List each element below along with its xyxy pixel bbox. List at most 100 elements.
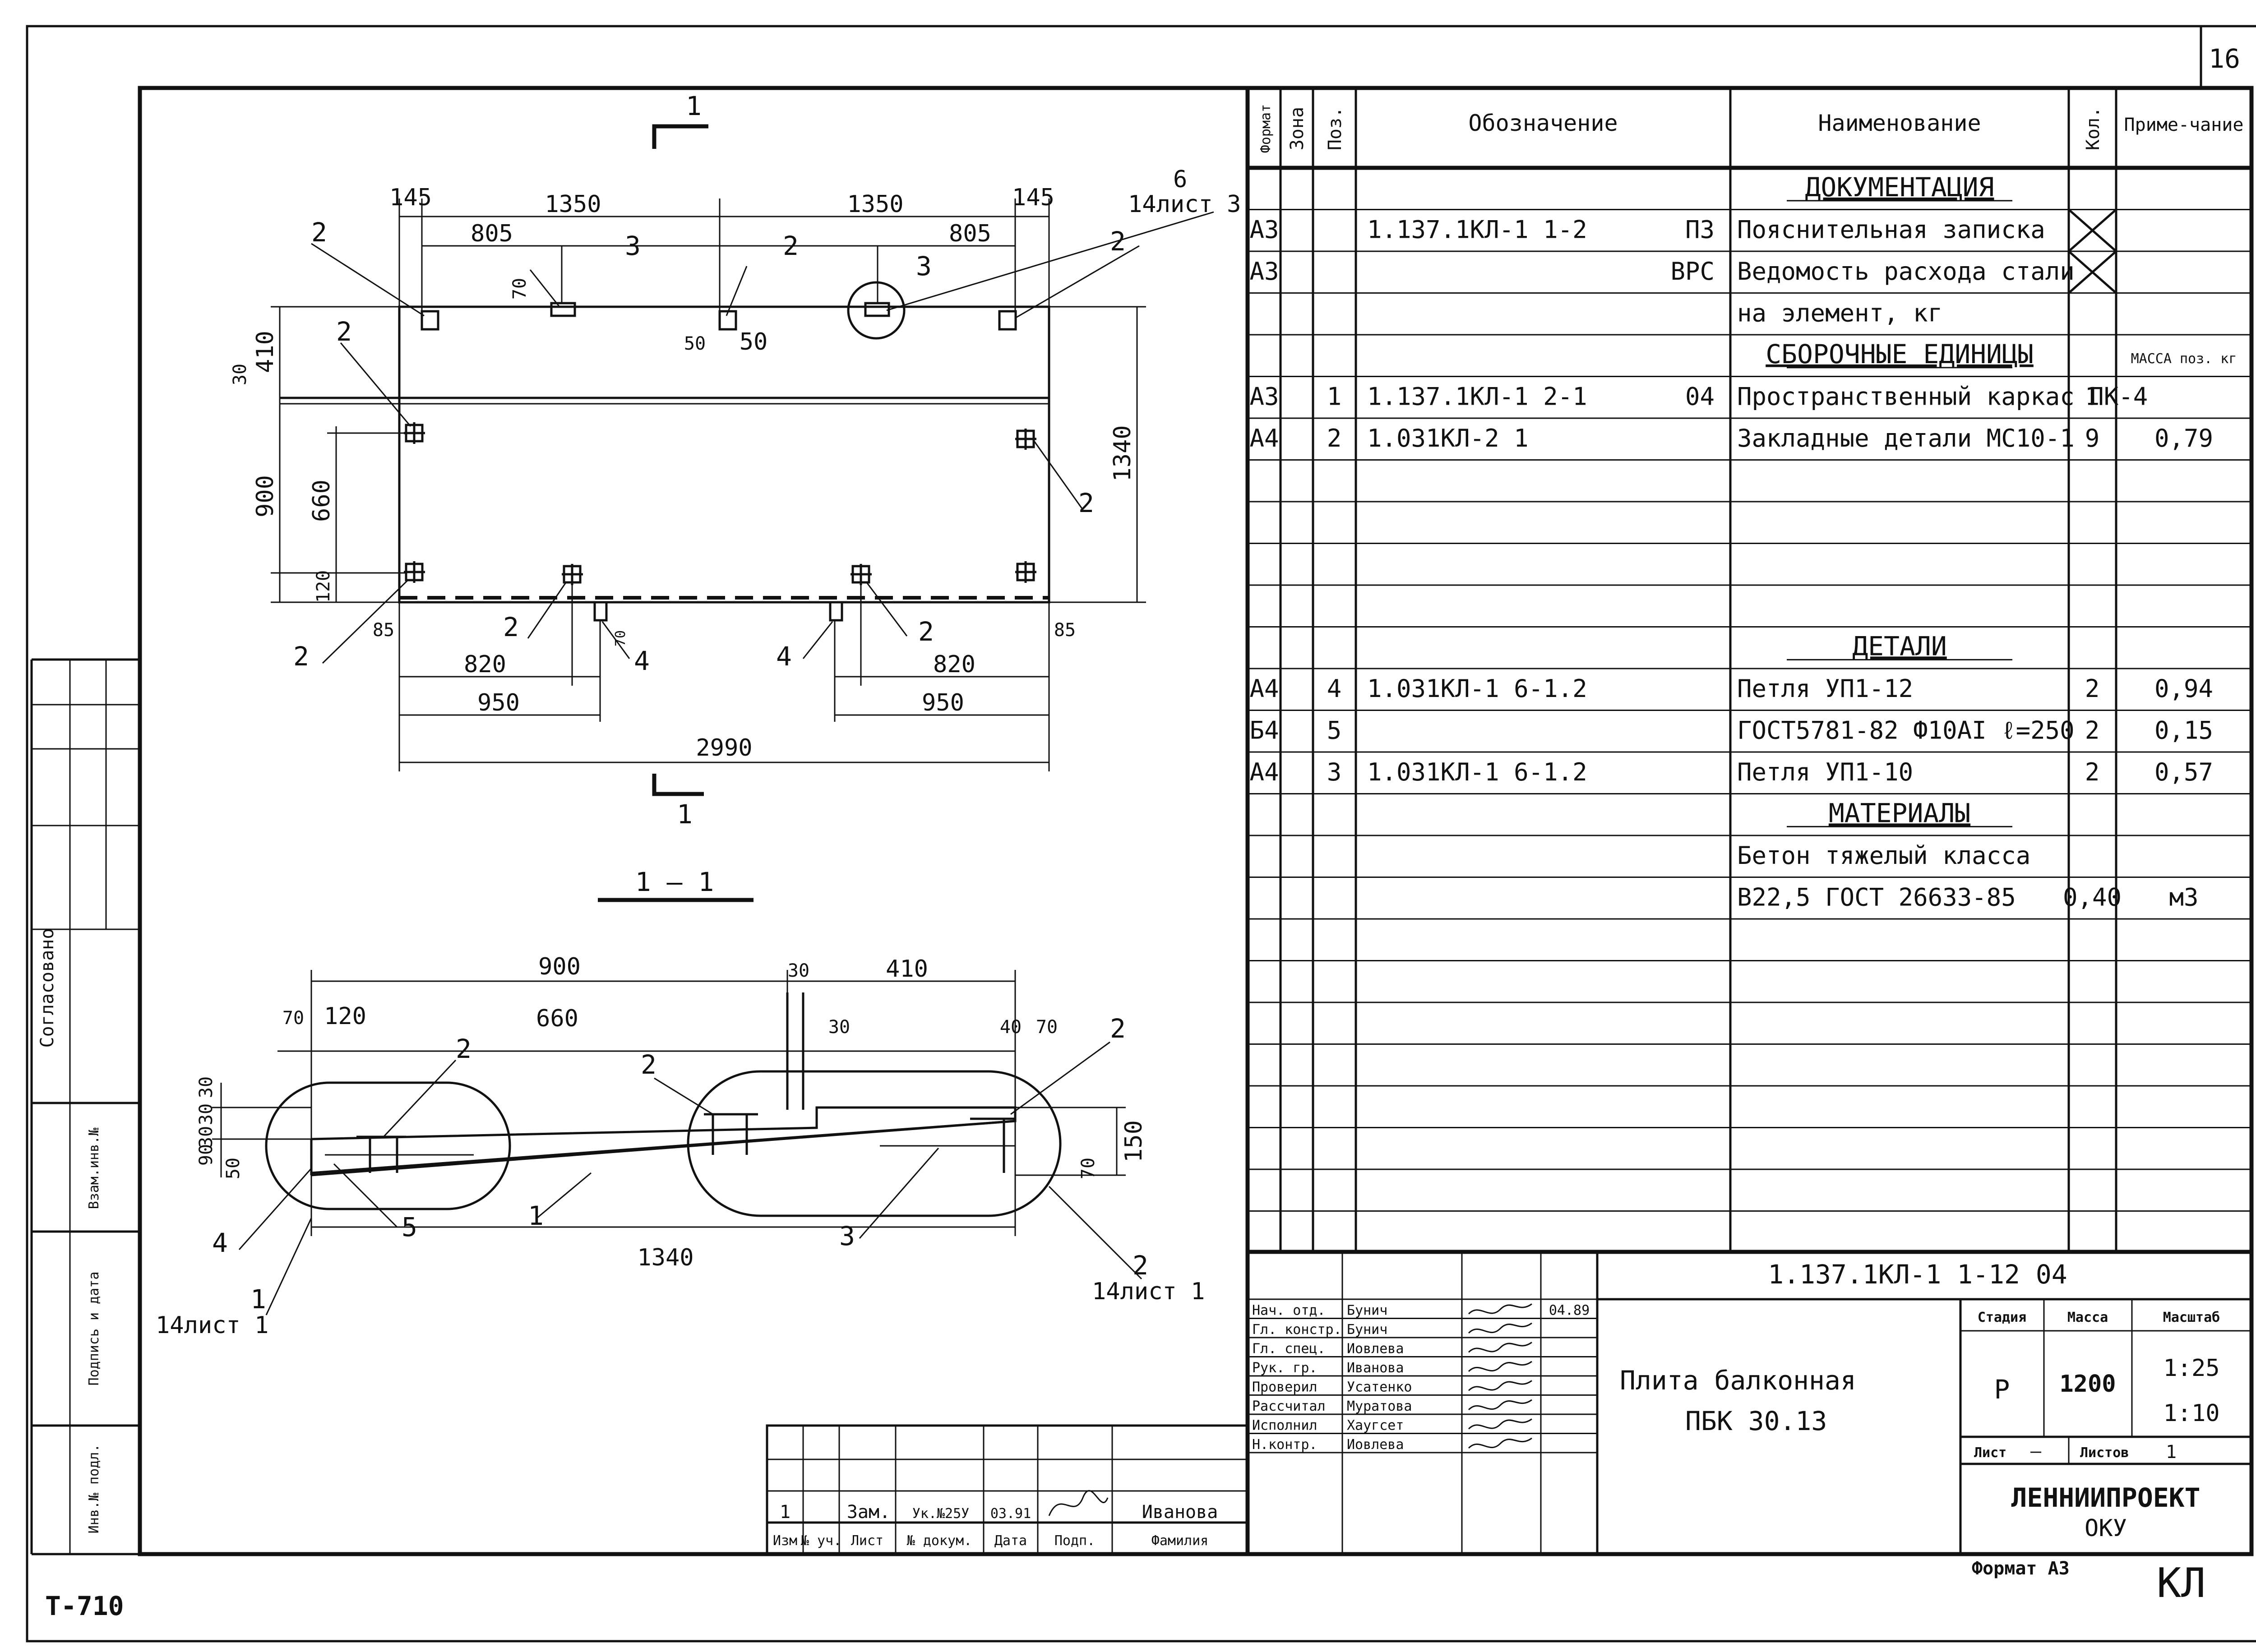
spec-cell-name: Пояснительная записка [1737,215,2045,244]
section-label: 14лист 1 [1092,1278,1205,1305]
spec-cell-qty: 2 [2085,716,2100,744]
plan-dim: 145 [1012,184,1054,211]
spec-section-heading: МАТЕРИАЛЫ [1829,798,1970,828]
plan-loop-b [864,302,890,317]
role-title: Рук. гр. [1252,1360,1318,1376]
spec-cell-qty: 0,40 [2063,883,2122,911]
side-label-agreed: Согласовано [37,928,58,1048]
scale-label: Масштаб [2163,1310,2220,1325]
plan-dim: 70 [509,278,530,300]
role-signature [1468,1437,1532,1449]
plan-label: 2 [336,316,352,347]
role-person: Хаугсет [1347,1418,1404,1434]
spec-cell-qty: 9 [2085,424,2100,452]
scale-value-1: 1:25 [2163,1355,2219,1382]
spec-cell-designation: 1.137.1КЛ-1 1-2 [1367,215,1587,244]
role-signature [1468,1361,1532,1372]
spec-cell-format: А4 [1249,674,1279,703]
revision-list: Зам. [847,1502,890,1523]
plan-dim: 50 [740,328,768,355]
plan-label: 2 [503,612,519,642]
plan-view [271,124,1214,796]
spec-cell-name: Пространственный каркас ПК-4 [1737,382,2148,411]
spec-cell-pos: 4 [1327,674,1342,703]
spec-cell-format: А4 [1249,758,1279,786]
spec-cell-note: 0,57 [2154,758,2213,786]
spec-cell-note: м3 [2169,883,2198,911]
stage-label: Стадия [1978,1310,2026,1325]
spec-cell-designation: 1.031КЛ-1 6-1.2 [1367,758,1587,786]
revision-header-list: Лист [851,1533,883,1549]
spec-cell-name: Закладные детали МС10-1 [1737,424,2075,452]
section-dim: 30 [196,1103,217,1125]
scale-value-2: 1:10 [2163,1400,2219,1427]
plan-label: 6 [1173,166,1187,193]
section-dim: 90 [196,1144,217,1166]
spec-cell-pos: 2 [1327,424,1342,452]
section-label: 2 [641,1049,656,1080]
role-title: Исполнил [1252,1418,1318,1434]
spec-cell-qty: 2 [2085,758,2100,786]
section-label: 1 [250,1284,266,1315]
section-dim: 50 [223,1158,244,1179]
spec-cell-format: А3 [1249,257,1279,286]
spec-cell-qty: 1 [2085,382,2100,411]
section-label: 1 [528,1200,544,1231]
plan-section-mark-bottom: 1 [677,799,693,830]
spec-cell-name: Ведомость расхода стали [1737,257,2075,286]
role-signature [1468,1303,1532,1315]
section-dim: 410 [886,955,928,983]
revision-header-fam: Фамилия [1151,1533,1208,1549]
spec-header-pos: Поз. [1325,107,1345,150]
revision-date: 03.91 [990,1506,1031,1522]
role-person: Бунич [1347,1303,1387,1319]
sheets-value: 1 [2166,1442,2177,1463]
plan-dim: 85 [373,620,394,641]
spec-cross-mark [2068,250,2117,294]
plan-embed-3 [998,310,1017,331]
section-dim: 30 [196,1076,217,1098]
plan-dim: 410 [252,331,279,373]
section-label: 5 [402,1212,417,1242]
section-detail-oval-right [687,1070,1062,1217]
spec-header-note: Приме-чание [2124,115,2244,135]
plan-label: 2 [1110,226,1126,257]
revision-doc: Ук.№25У [912,1506,969,1522]
spec-header-designation: Обозначение [1468,110,1618,136]
role-person: Бунич [1347,1322,1387,1338]
sheets-label: Листов [2080,1445,2129,1461]
revision-header-uch: № уч. [801,1533,841,1549]
revision-header-podp: Подп. [1054,1533,1095,1549]
plan-dim: 900 [252,475,279,517]
plan-plates [404,422,1036,585]
plan-embed-1 [421,310,439,331]
spec-section-heading: ДЕТАЛИ [1852,631,1947,661]
plan-dim: 820 [464,651,506,678]
role-title: Проверил [1252,1380,1318,1395]
spec-header-name: Наименование [1818,110,1981,136]
spec-cell-designation: 1.137.1КЛ-1 2-1 [1367,382,1587,411]
revision-header-doc: № докум. [907,1533,972,1549]
role-title: Нач. отд. [1252,1303,1326,1319]
department-name: ОКУ [2085,1515,2127,1542]
section-label: 14лист 1 [156,1312,268,1339]
role-title: Гл. спец. [1252,1341,1326,1357]
role-title: Гл. констр. [1252,1322,1342,1338]
section-label: 4 [212,1227,228,1258]
section-label: 2 [456,1034,472,1064]
plan-label: 2 [783,231,799,261]
role-signature [1468,1342,1532,1353]
section-dim: 150 [1120,1120,1147,1163]
spec-cell-designation: 1.031КЛ-1 6-1.2 [1367,674,1587,703]
role-signature [1468,1380,1532,1391]
plan-label: 2 [293,641,309,672]
role-person: Иовлева [1347,1437,1404,1453]
spec-header-zone: Зона [1287,107,1308,150]
plan-section-mark-top: 1 [686,91,702,121]
plan-dim: 30 [230,364,250,385]
spec-cell-note: МАССА поз. кг [2131,351,2237,367]
role-signature [1468,1399,1532,1411]
revision-izm: 1 [780,1502,791,1523]
side-label-sign-date: Подпись и дата [86,1272,102,1386]
section-dim: 120 [324,1003,366,1030]
